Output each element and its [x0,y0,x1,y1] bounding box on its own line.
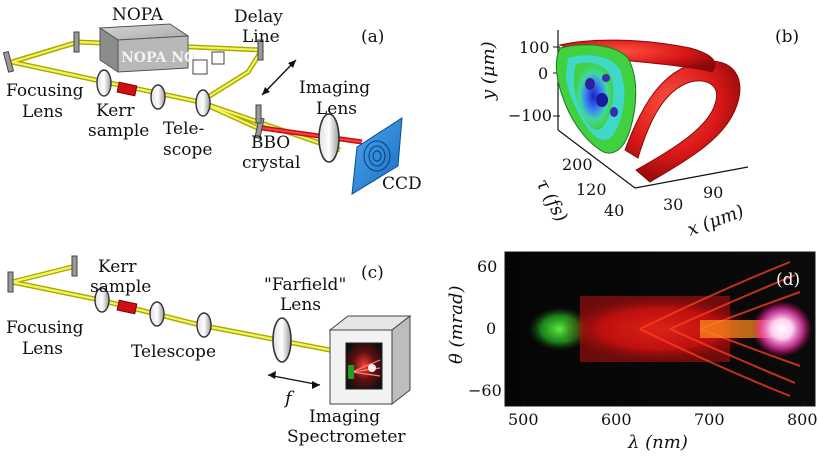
imaging-lens-label-2: Lens [316,99,357,119]
delay-line-label-1: Delay [234,7,283,27]
panel-d-spectrum: 500 600 700 800 λ (nm) 60 0 −60 θ (mrad)… [446,251,818,453]
x-tick-700: 700 [694,410,725,429]
tau-tick-200: 200 [562,155,593,174]
tau-tick-40: 40 [604,201,624,220]
kerr-sample-c-label-2: sample [90,277,151,297]
bbo-crystal-label-2: crystal [242,153,300,173]
kerr-sample-label-1: Kerr [96,101,135,121]
telescope-label-1: Tele- [163,119,204,139]
x-tick-30: 30 [663,195,683,214]
focusing-lens-c-label-2: Lens [22,339,63,359]
panel-d-tag: (d) [776,270,800,290]
y-tick-60: 60 [477,257,497,276]
x-axis-label: x (μm) [685,201,747,241]
focusing-lens-label-1: Focusing [6,81,84,101]
telescope-c-label: Telescope [131,342,216,362]
ccd-label: CCD [382,174,422,194]
nopa-box: NOPA NO [98,23,196,73]
panel-a-tag: (a) [361,27,384,47]
x-tick-500: 500 [508,410,539,429]
y-axis-label-d: θ (mrad) [446,285,467,364]
y-tick-100: 100 [519,38,550,57]
y-tick-minus60: −60 [468,381,502,400]
telescope-label-2: scope [163,140,212,160]
x-tick-800: 800 [787,410,818,429]
tau-tick-120: 120 [576,180,607,199]
panel-c-setup: (c) Kerr sample "Farfield" Lens Focusing… [6,255,412,447]
focusing-lens-label-2: Lens [22,102,63,122]
panel-c-tag: (c) [361,263,384,283]
farfield-lens-label-2: Lens [280,295,321,315]
focusing-lens-c-label-1: Focusing [6,318,84,338]
bbo-crystal-label-1: BBO [251,133,290,153]
y-axis-label: y (μm) [478,41,499,101]
panel-b-isosurface: 100 0 −100 y (μm) 200 120 40 τ (fs) 30 9… [478,27,799,241]
kerr-sample-label-2: sample [88,121,149,141]
panel-b-tag: (b) [775,27,799,47]
tau-axis-label: τ (fs) [532,175,572,225]
focal-length-label: f [283,388,295,409]
nopa-label: NOPA [112,5,164,25]
spectrometer-label-1: Imaging [309,407,380,427]
x-axis-label-d: λ (nm) [627,432,688,453]
delay-line-label-2: Line [242,27,280,47]
spectrometer-box [328,314,412,406]
kerr-sample-c-label-1: Kerr [98,257,137,277]
y-tick-0: 0 [538,64,548,83]
panel-a-setup: NOPA NO NOPA Delay Line (a) Focusing Len… [2,5,422,195]
x-tick-90: 90 [703,183,723,202]
farfield-lens-label-1: "Farfield" [264,275,346,295]
imaging-lens-label-1: Imaging [299,78,370,98]
y-tick-0-d: 0 [486,319,496,338]
x-tick-600: 600 [601,410,632,429]
nopa-box-text: NOPA NO [121,50,196,66]
spectrometer-label-2: Spectrometer [287,427,406,447]
y-tick-minus100: −100 [508,106,552,125]
